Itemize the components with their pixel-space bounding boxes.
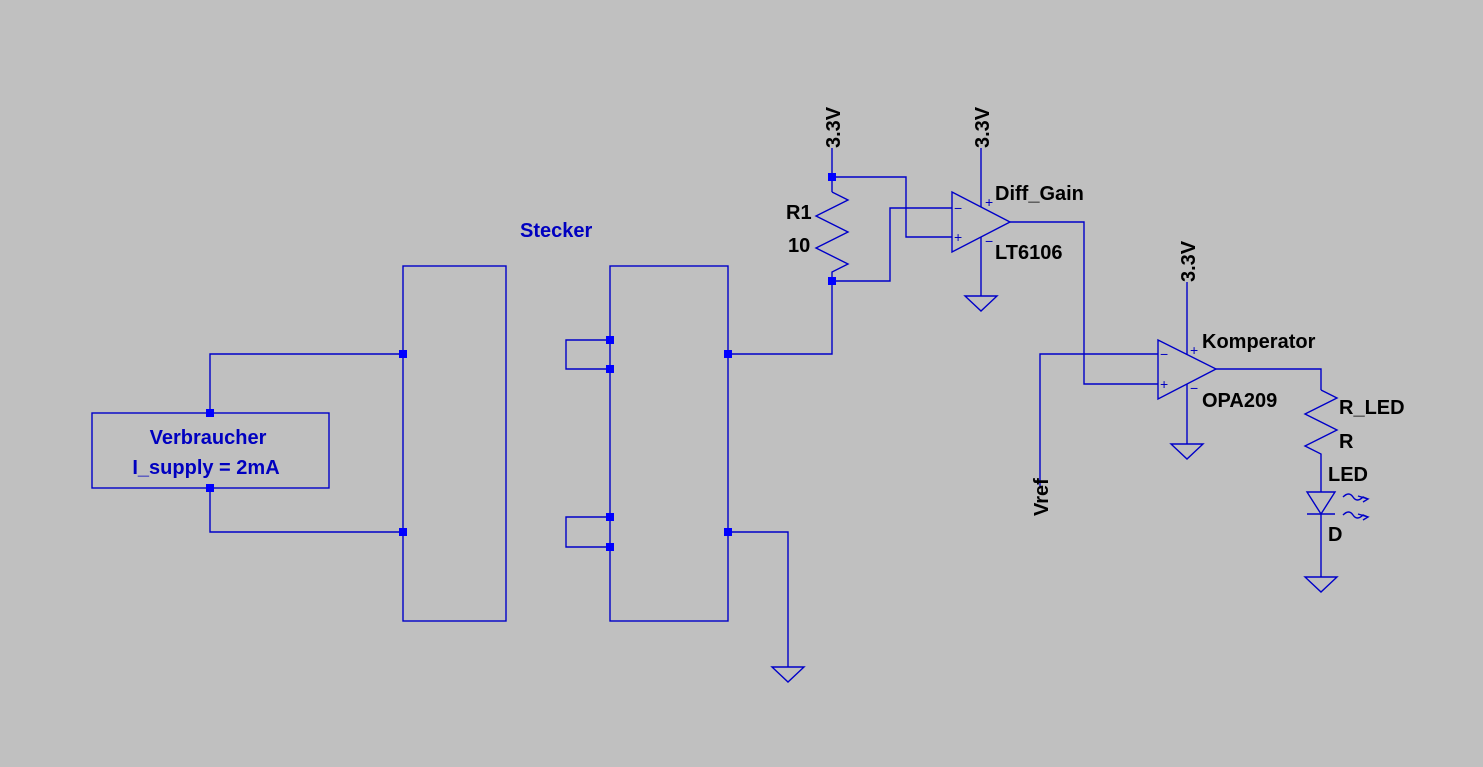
vref-label: Vref xyxy=(1031,478,1053,516)
wire-connector-to-ground[interactable] xyxy=(728,531,789,667)
wire-load-bottom[interactable] xyxy=(209,488,403,533)
rled-name-label: R_LED xyxy=(1339,397,1405,419)
wire-jumper-upper[interactable] xyxy=(565,339,610,370)
led-light-rays-icon xyxy=(1342,493,1370,521)
ground-symbol-led xyxy=(1303,576,1339,593)
node-right-jumper-1 xyxy=(606,336,614,344)
comp-supply-minus: − xyxy=(1190,380,1198,396)
rled-value-label: R xyxy=(1339,431,1354,453)
wire-jumper-lower[interactable] xyxy=(565,516,610,548)
wire-r1-bottom-to-diff[interactable] xyxy=(832,207,952,282)
verbraucher-name-label: Verbraucher xyxy=(150,427,267,449)
comp-supply-plus: + xyxy=(1190,342,1198,358)
node-right-connector-bottom xyxy=(724,528,732,536)
wire-vref-to-comparator[interactable] xyxy=(1039,353,1158,488)
node-load-bottom xyxy=(206,484,214,492)
wire-connector-to-r1[interactable] xyxy=(728,281,833,355)
resistor-r1[interactable] xyxy=(814,191,850,281)
ground-symbol-diff xyxy=(963,295,999,312)
supply-label-diff: 3.3V xyxy=(972,106,994,148)
ground-symbol-comp xyxy=(1169,443,1205,460)
led-diode[interactable] xyxy=(1305,491,1337,516)
node-r1-top xyxy=(828,173,836,181)
node-right-jumper-3 xyxy=(606,513,614,521)
wire-r1-top-to-diff[interactable] xyxy=(832,176,952,238)
ground-symbol-connector xyxy=(770,666,806,683)
wire-comp-to-rled[interactable] xyxy=(1216,368,1322,390)
node-left-connector-bottom xyxy=(399,528,407,536)
diff-model-label: LT6106 xyxy=(995,242,1062,264)
diff-pin-plus: + xyxy=(954,229,962,245)
led-name-label: LED xyxy=(1328,464,1368,486)
junction-nodes xyxy=(206,173,836,551)
node-right-jumper-2 xyxy=(606,365,614,373)
connector-right-block[interactable] xyxy=(609,265,729,622)
comp-model-label: OPA209 xyxy=(1202,390,1277,412)
node-load-top xyxy=(206,409,214,417)
led-model-label: D xyxy=(1328,524,1342,546)
diff-supply-plus: + xyxy=(985,194,993,210)
stecker-label: Stecker xyxy=(520,220,592,242)
comp-pin-plus: + xyxy=(1160,376,1168,392)
wire-load-top[interactable] xyxy=(209,353,403,413)
supply-label-comp: 3.3V xyxy=(1178,240,1200,282)
supply-label-r1: 3.3V xyxy=(823,106,845,148)
verbraucher-param-label: I_supply = 2mA xyxy=(132,457,279,479)
node-right-jumper-4 xyxy=(606,543,614,551)
resistor-r-led[interactable] xyxy=(1303,389,1339,492)
node-r1-bottom xyxy=(828,277,836,285)
node-left-connector-top xyxy=(399,350,407,358)
r1-name-label: R1 xyxy=(786,202,812,224)
node-right-connector-top xyxy=(724,350,732,358)
diff-supply-minus: − xyxy=(985,233,993,249)
comp-pin-minus: − xyxy=(1160,346,1168,362)
diff-pin-minus: − xyxy=(954,200,962,216)
comp-name-label: Komperator xyxy=(1202,331,1316,353)
connector-left-block[interactable] xyxy=(402,265,507,622)
r1-value-label: 10 xyxy=(788,235,810,257)
diff-name-label: Diff_Gain xyxy=(995,183,1084,205)
wire-diff-to-comparator[interactable] xyxy=(1010,221,1158,385)
